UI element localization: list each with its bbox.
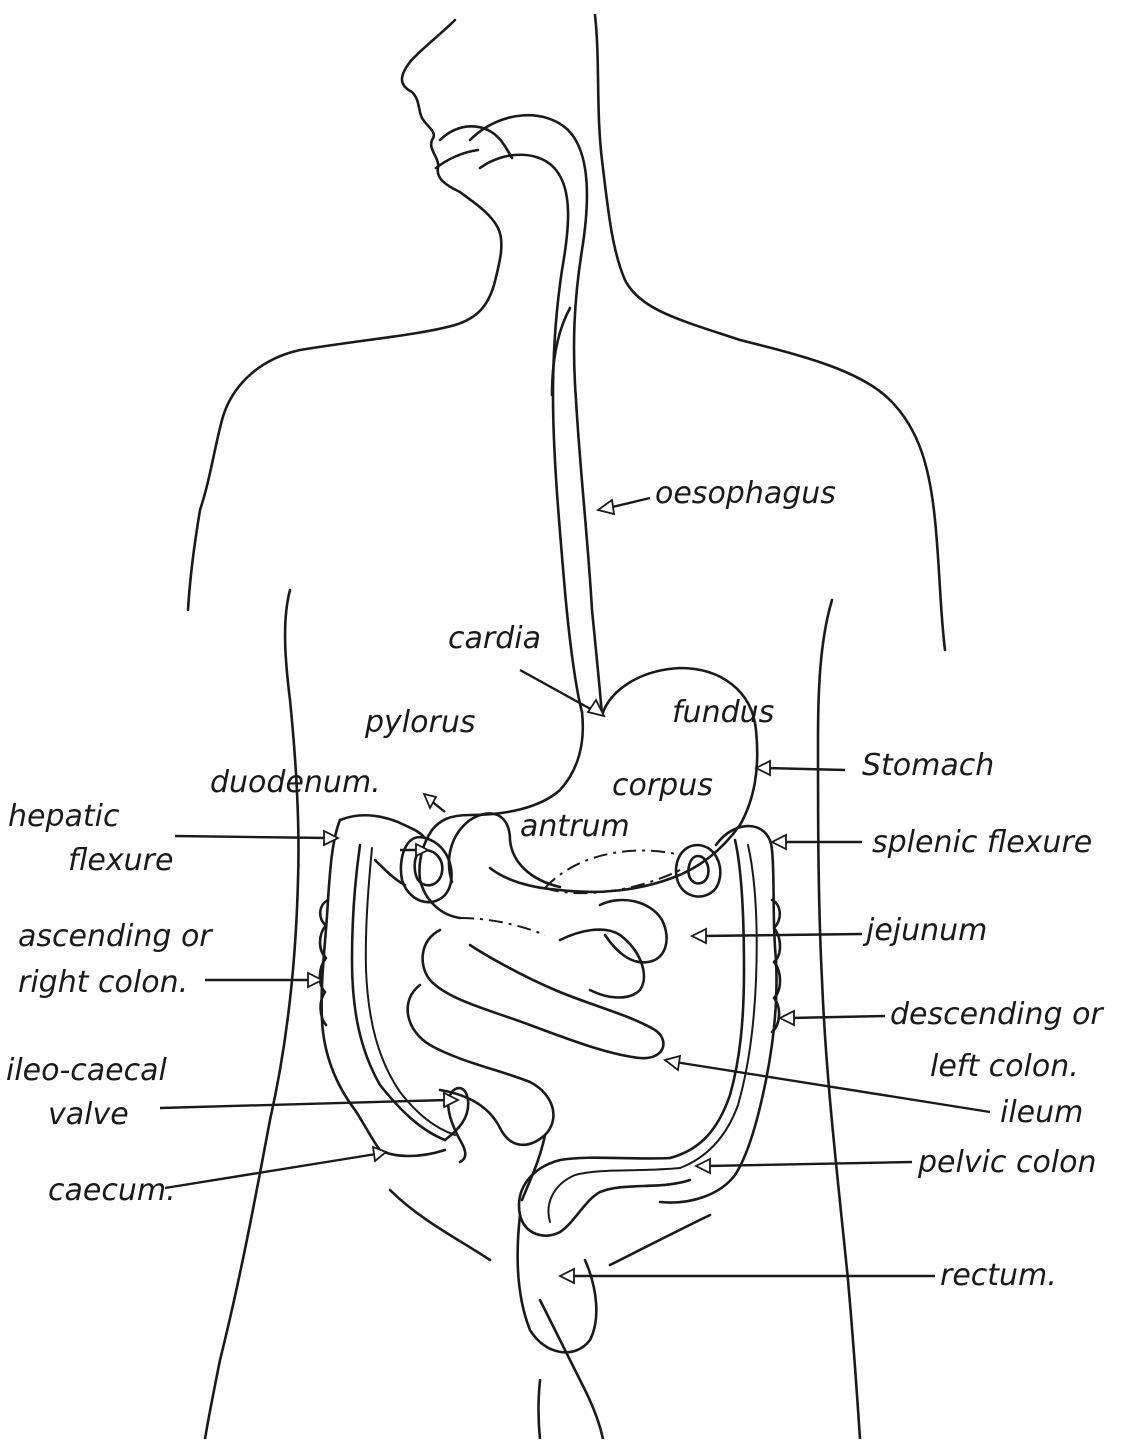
ascending-colon-inner <box>352 845 445 1140</box>
label-stomach: Stomach <box>862 748 994 783</box>
small-intestine <box>408 900 667 1200</box>
arrowhead-pylorus <box>424 794 436 808</box>
head-profile <box>188 20 501 610</box>
left-groin <box>540 1300 603 1439</box>
label-rectum: rectum. <box>940 1258 1057 1293</box>
ileum-coils-outer <box>423 930 664 1058</box>
leader-stomach <box>766 768 845 770</box>
arrowhead-oesophagus <box>598 500 614 514</box>
leader-jejunum <box>702 934 862 936</box>
label-duodenum: duodenum. <box>210 765 381 800</box>
mouth-lip <box>436 150 478 168</box>
leader-oesophagus <box>608 498 650 508</box>
label-pylorus: pylorus <box>364 705 475 740</box>
right-hip <box>610 1215 710 1265</box>
label-corpus: corpus <box>612 768 713 803</box>
leader-cardia <box>520 670 596 712</box>
back-of-neck <box>595 15 945 650</box>
ileum-inner-fold <box>560 930 644 998</box>
label-caecum: caecum. <box>48 1173 176 1208</box>
colon <box>320 815 780 1352</box>
right-leg-inner <box>539 1380 541 1439</box>
label-ascending-line2: right colon. <box>18 965 188 1000</box>
label-pelvic-colon: pelvic colon <box>917 1145 1097 1180</box>
ascending-colon-lumen <box>366 848 455 1135</box>
label-descending-line2: left colon. <box>930 1049 1079 1084</box>
arrowhead-ileum <box>665 1056 680 1070</box>
leader-pelvic-colon <box>706 1162 912 1166</box>
arrowhead-descending-colon <box>780 1011 794 1025</box>
left-side-trunk <box>205 590 299 1439</box>
transverse-colon-hidden <box>460 851 680 935</box>
label-jejunum: jejunum <box>862 913 987 948</box>
label-hepatic-line2: flexure <box>68 843 173 878</box>
label-ileocaecal-line2: valve <box>48 1097 129 1132</box>
mouth-inner <box>440 126 512 158</box>
arrowhead-pelvic-colon <box>696 1159 710 1173</box>
arrowhead-splenic-flexure <box>772 835 786 849</box>
oesophagus-top-loop <box>552 308 570 395</box>
splenic-flexure-ring-outer <box>676 845 720 897</box>
left-hip <box>390 1190 490 1260</box>
label-cardia: cardia <box>448 621 541 656</box>
arrowhead-jejunum <box>692 929 706 943</box>
label-hepatic-line1: hepatic <box>8 799 120 834</box>
label-antrum: antrum <box>520 809 630 844</box>
leader-caecum <box>165 1154 376 1188</box>
leader-hepatic-flexure <box>175 836 328 838</box>
hepatic-flexure-ring-outer <box>401 837 452 902</box>
right-side-trunk <box>818 600 860 1439</box>
label-splenic-flexure: splenic flexure <box>872 825 1092 860</box>
label-ascending-line1: ascending or <box>18 919 213 954</box>
leader-descending-colon <box>790 1016 885 1018</box>
label-fundus: fundus <box>672 695 774 730</box>
label-ileum: ileum <box>1000 1095 1083 1130</box>
pelvic-colon-lumen <box>548 1168 680 1222</box>
duodenum-loop <box>420 830 461 918</box>
leader-ileocaecal-valve <box>160 1100 448 1108</box>
arrowhead-caecum <box>373 1147 386 1161</box>
arrowhead-rectum <box>560 1269 574 1283</box>
label-descending-line1: descending or <box>890 997 1104 1032</box>
label-oesophagus: oesophagus <box>655 476 836 511</box>
label-ileocaecal-line1: ileo-caecal <box>6 1053 168 1088</box>
